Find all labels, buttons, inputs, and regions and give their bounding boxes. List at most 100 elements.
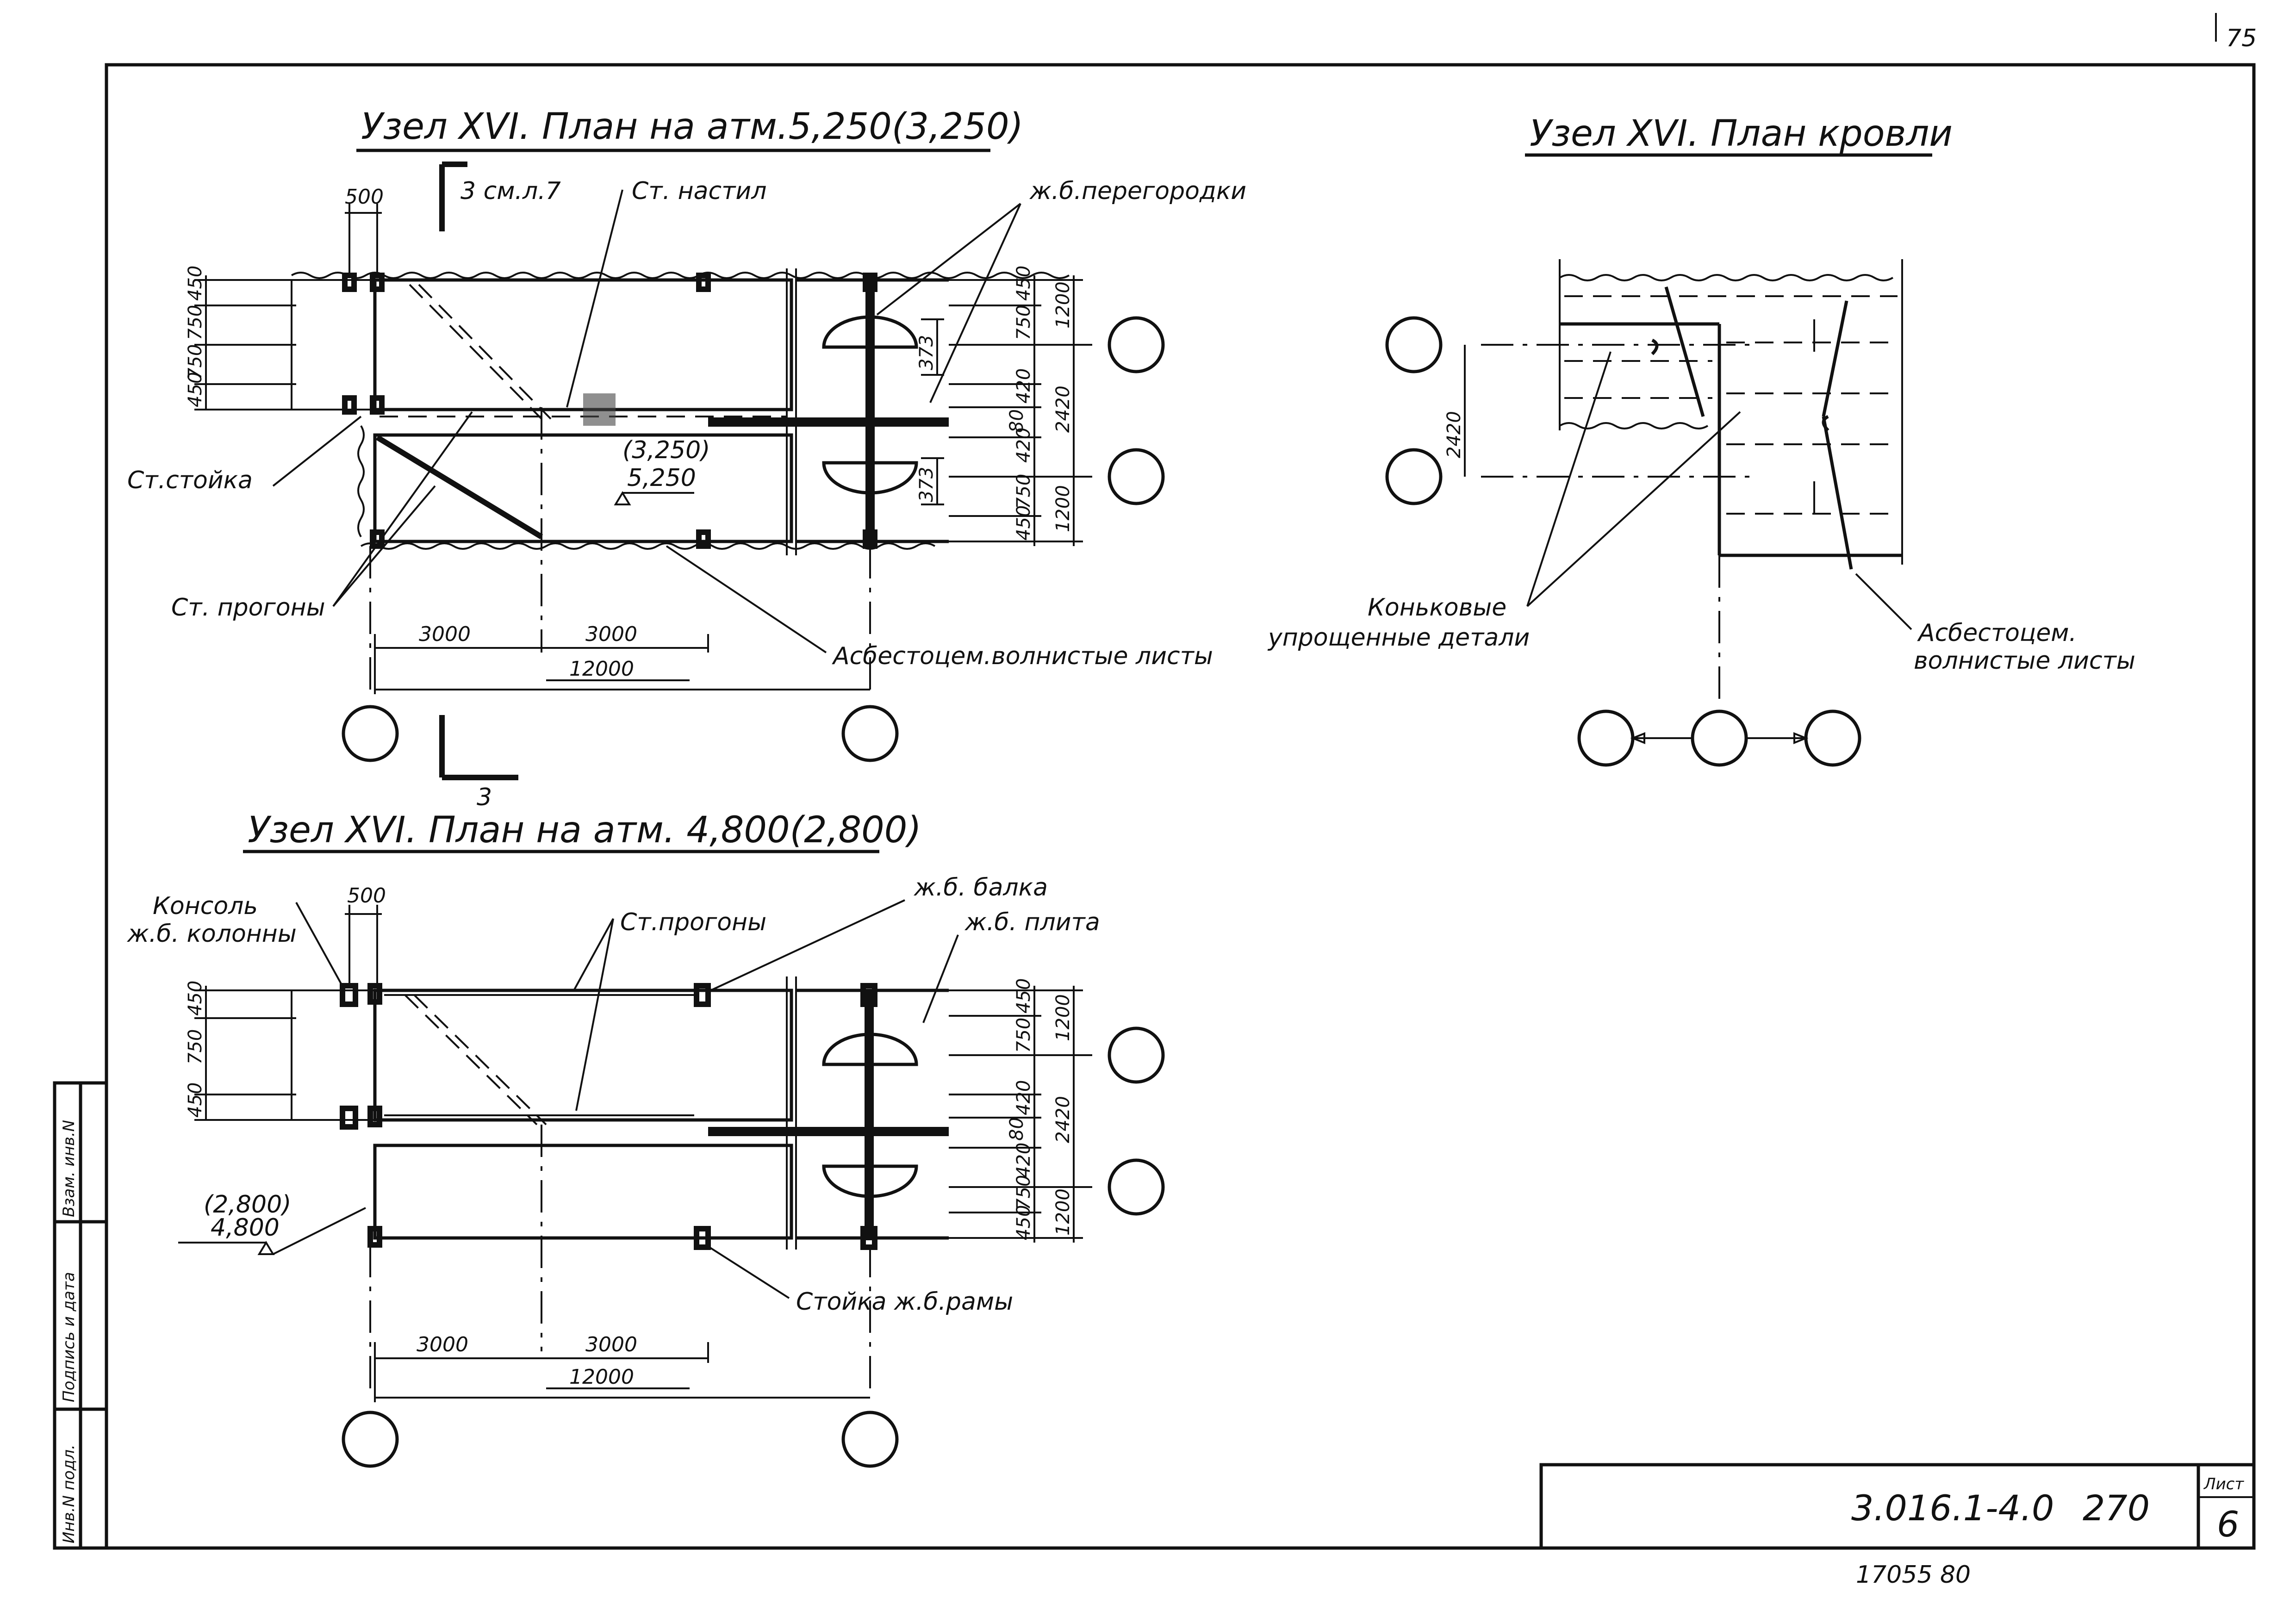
plan-b-dim-left-1: 450 <box>185 981 206 1016</box>
plan-b-dim-bottom-2: 3000 <box>585 1333 637 1356</box>
half-circle-b1 <box>822 1032 918 1066</box>
plan-b-dim-right-7: 450 <box>1013 1205 1034 1240</box>
plan-b-dim-right-3: 420 <box>1013 1080 1034 1115</box>
stamp-vzam-inv: Взам. инв.N <box>60 1120 78 1217</box>
plan-a-small-dim-2: 373 <box>916 467 937 502</box>
plan-b-dim-total: 12000 <box>569 1365 634 1389</box>
label-partitions: ж.б.перегородки <box>1029 177 1246 205</box>
plan-a-dim-right-3: 420 <box>1013 368 1034 404</box>
label-frame-post: Стойка ж.б.рамы <box>796 1288 1013 1316</box>
axis-circle-b2 <box>841 1411 899 1468</box>
axis-circle-c1 <box>1385 316 1443 373</box>
axis-circle-c5 <box>1804 709 1861 767</box>
plan-a-dim-left-3: 750 <box>185 344 206 379</box>
plan-a-dim-bottom-1: 3000 <box>419 622 471 646</box>
plan-b-dim-right-5: 420 <box>1013 1143 1034 1178</box>
plan-a-dim-bottom-2: 3000 <box>585 622 637 646</box>
plan-b-dim-left-2: 750 <box>185 1029 206 1064</box>
wavy-sheet-left <box>357 425 365 538</box>
plan-a-elev-1: (3,250) <box>622 436 710 464</box>
plan-a-dim-left-2: 750 <box>185 305 206 340</box>
plan-a-dim-left-1: 450 <box>185 266 206 301</box>
axis-circle-a1 <box>342 705 399 762</box>
plan-a: Узел XVI. План на атм.5,250(3,250) 3 см.… <box>127 106 1246 811</box>
plan-c: Узел XVI. План кровли <box>1267 113 2135 767</box>
plan-b-dim-right-4: 80 <box>1006 1117 1027 1141</box>
axis-circle-c2 <box>1385 448 1443 505</box>
wavy-sheet-bottom <box>360 542 936 550</box>
plan-b-dim-outer-2: 2420 <box>1052 1096 1074 1143</box>
roof-wavy-top <box>1559 274 1894 281</box>
plan-b-elev-1: (2,800) <box>204 1191 291 1219</box>
sheet-frame <box>105 63 2256 1550</box>
plan-b-elev-2: 4,800 <box>211 1214 280 1242</box>
label-ridge-1: Коньковые <box>1368 594 1506 622</box>
plan-a-dim-right-1: 450 <box>1013 266 1034 301</box>
drawing-number: 270 <box>2083 1487 2150 1529</box>
plan-a-small-dim-1: 373 <box>916 335 937 370</box>
roof-wavy-left <box>1559 422 1709 429</box>
plan-b-dim-top: 500 <box>347 884 386 908</box>
wavy-sheet-top <box>291 272 1070 279</box>
plan-a-dim-outer-1: 1200 <box>1052 281 1074 329</box>
plan-b: Узел XVI. План на атм. 4,800(2,800) <box>127 809 1165 1468</box>
drawing-code: 3.016.1-4.0 <box>1851 1487 2054 1529</box>
axis-circle-a3 <box>1108 316 1165 373</box>
plan-a-elev-2: 5,250 <box>627 464 696 492</box>
axis-circle-c4 <box>1691 709 1748 767</box>
plan-b-dim-outer-3: 1200 <box>1052 1188 1074 1236</box>
half-circle-a1 <box>822 315 918 349</box>
section-mark-label: 3 см.л.7 <box>460 177 561 205</box>
stamp-inv-podl: Инв.N подл. <box>60 1444 78 1543</box>
plan-c-title: Узел XVI. План кровли <box>1530 113 1953 155</box>
axis-circle-a4 <box>1108 448 1165 505</box>
plan-a-dim-right-7: 450 <box>1013 505 1034 541</box>
title-block: 3.016.1-4.0 270 Лист 6 <box>1539 1463 2256 1550</box>
label-purlins-b: Ст.прогоны <box>620 908 766 936</box>
plan-a-dim-outer-2: 2420 <box>1052 386 1074 433</box>
deck-hatch <box>583 393 616 426</box>
plan-c-dim: 2420 <box>1444 411 1465 458</box>
plan-a-dim-right-6: 750 <box>1013 474 1034 509</box>
label-console-2: ж.б. колонны <box>127 920 297 948</box>
label-deck: Ст. настил <box>632 177 766 205</box>
sheet-label: Лист <box>2203 1475 2244 1493</box>
label-post: Ст.стойка <box>127 466 253 494</box>
plan-b-dim-right-2: 750 <box>1013 1018 1034 1053</box>
plan-b-dim-left-3: 450 <box>185 1082 206 1118</box>
sheet-number: 6 <box>2217 1504 2239 1545</box>
label-slab: ж.б. плита <box>964 908 1100 936</box>
plan-a-dim-left-4: 450 <box>185 372 206 407</box>
plan-a-dim-right-5: 420 <box>1013 428 1034 463</box>
half-circle-a2 <box>822 461 918 495</box>
axis-circle-b3 <box>1108 1026 1165 1084</box>
footer-code: 17055 80 <box>1856 1561 1971 1589</box>
plan-a-dim-total: 12000 <box>569 657 634 681</box>
stamp-podpis-data: Подпись и дата <box>60 1272 78 1402</box>
label-sheets-c1: Асбестоцем. <box>1917 619 2077 647</box>
label-beam: ж.б. балка <box>914 874 1048 902</box>
plan-b-dim-right-1: 450 <box>1013 978 1034 1014</box>
plan-b-dim-right-6: 750 <box>1013 1175 1034 1210</box>
plan-a-dim-outer-3: 1200 <box>1052 485 1074 532</box>
section-mark-number: 3 <box>477 784 492 811</box>
label-purlins-a: Ст. прогоны <box>171 594 325 622</box>
label-sheets-a: Асбестоцем.волнистые листы <box>832 642 1213 670</box>
side-stamp: Инв.N подл. Подпись и дата Взам. инв.N <box>53 1081 108 1550</box>
plan-a-dim-right-4: 80 <box>1006 409 1027 433</box>
page-number: 75 <box>2226 25 2257 52</box>
plan-b-dim-bottom-1: 3000 <box>417 1333 468 1356</box>
half-circle-b2 <box>822 1164 918 1198</box>
axis-circle-b4 <box>1108 1158 1165 1216</box>
plan-b-title: Узел XVI. План на атм. 4,800(2,800) <box>248 809 921 851</box>
label-ridge-2: упрощенные детали <box>1267 624 1530 652</box>
axis-circle-a2 <box>841 705 899 762</box>
label-console-1: Консоль <box>153 892 258 920</box>
plan-a-dim-right-2: 750 <box>1013 305 1034 340</box>
label-sheets-c2: волнистые листы <box>1914 647 2135 675</box>
plan-a-title: Узел XVI. План на атм.5,250(3,250) <box>361 106 1023 148</box>
axis-circle-c3 <box>1577 709 1635 767</box>
plan-a-dim-top: 500 <box>345 185 384 209</box>
axis-circle-b1 <box>342 1411 399 1468</box>
